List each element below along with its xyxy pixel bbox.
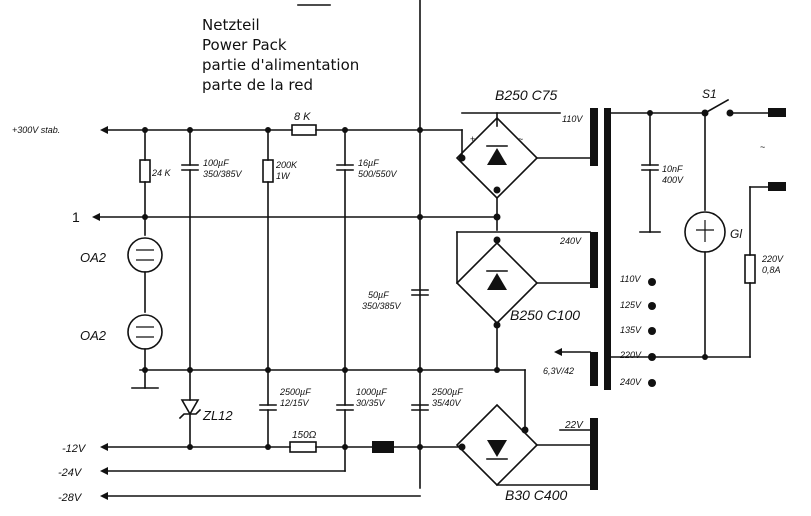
tap-110-dot [648,278,656,286]
mains-plug-2 [768,182,786,191]
tap-220: 220V [619,350,642,360]
bridge2-label: B250 C100 [510,307,580,323]
cap-50uf-label-2: 350/385V [362,301,402,311]
rail-label-minus28: -28V [58,492,83,504]
resistor-200k-label-2: 1W [276,171,291,181]
node-e [417,127,423,133]
resistor-24k [139,159,151,183]
rail-label-minus12: -12V [62,443,87,455]
cap-16uf-label-2: 500/550V [358,169,398,179]
tap-135-dot [648,327,656,335]
m12-node-1 [187,444,193,450]
transformer-sec3 [590,418,598,490]
node-g [417,214,423,220]
zener-label: ZL12 [202,408,233,423]
m12-node-4 [417,444,423,450]
rail-arrow-minus12 [100,443,108,451]
sec1-label: 110V [562,114,583,124]
resistor-8k-label: 8 K [294,111,311,123]
heater-arrow [554,348,562,356]
resistor-200k-label-1: 200K [275,160,298,170]
cap-2500a-label-1: 2500µF [279,387,311,397]
transformer-sec1 [590,108,598,166]
fuse [744,254,756,284]
br1-node-l [458,154,466,162]
br2-node-top [493,236,501,244]
cap-2500b-label-2: 35/40V [432,398,462,408]
bridge1-plus: + [470,134,475,144]
tube-oa2-1 [127,237,163,273]
rail-arrow-minus24 [100,467,108,475]
resistor-150-label: 150Ω [292,430,317,441]
rail-label-plus300: +300V stab. [12,125,60,135]
tap-240-dot [648,379,656,387]
cap-10nf-label-2: 400V [662,175,684,185]
stray-mark: ~ [760,142,765,152]
heater-label: 6,3V/42 [543,366,574,376]
bridge3-diode [487,440,507,457]
lamp-label: Gl [730,227,742,241]
gnd-node-5 [417,367,423,373]
switch-s1[interactable] [703,98,730,115]
tap-135: 135V [620,325,642,335]
br3-node [521,426,529,434]
bridge1-minus: ~ [518,134,523,144]
br1-node-b [493,186,501,194]
bridge1-label: B250 C75 [495,87,557,103]
resistor-200k [262,159,274,183]
tube-oa2-2 [127,314,163,350]
lamp-node [702,354,708,360]
cap-1000-label-2: 30/35V [356,398,386,408]
br1-node-one [493,213,501,221]
bridge2-diode [487,273,507,290]
resistor-150 [289,441,317,453]
switch-label: S1 [702,87,717,101]
bridge1-diode [487,148,507,165]
cap-100uf-label-1: 100µF [203,158,229,168]
br3-node-l [458,443,466,451]
transformer-heater [590,352,598,386]
cap-16uf-label-1: 16µF [358,158,379,168]
sec3-label: 22V [564,420,584,431]
title-line-1: Netzteil [202,16,260,34]
title-line-4: parte de la red [202,76,313,94]
fuse-label-2: 0,8A [762,265,781,275]
cap-100uf-label-2: 350/385V [203,169,243,179]
tap-240: 240V [619,377,642,387]
tap-125: 125V [620,300,642,310]
mains-plug-1 [768,108,786,117]
rail-arrow-one [92,213,100,221]
cap-1000-label-1: 1000µF [356,387,387,397]
bridge3-label: B30 C400 [505,487,567,503]
cap-2500a-label-2: 12/15V [280,398,310,408]
sec2-label: 240V [559,236,582,246]
tap-125-dot [648,302,656,310]
cap-2500b-label-1: 2500µF [431,387,463,397]
fuse-label-1: 220V [761,254,784,264]
transformer-sec2 [590,232,598,288]
title-line-3: partie d'alimentation [202,56,359,74]
rail-arrow-minus28 [100,492,108,500]
tube-oa2-2-label: OA2 [80,328,107,343]
rail-label-minus24: -24V [58,467,83,479]
tap-110: 110V [620,274,641,284]
zener-diode [180,399,200,416]
title-line-2: Power Pack [202,36,287,54]
resistor-8k [291,124,317,136]
transformer-primary [604,108,611,390]
tube-oa2-1-label: OA2 [80,250,107,265]
rail-arrow-plus300 [100,126,108,134]
rail-label-one: 1 [72,209,80,225]
cap-10nf-label-1: 10nF [662,164,683,174]
resistor-24k-label: 24 K [151,168,172,178]
cap-50uf-label-1: 50µF [368,290,389,300]
choke [372,441,394,453]
